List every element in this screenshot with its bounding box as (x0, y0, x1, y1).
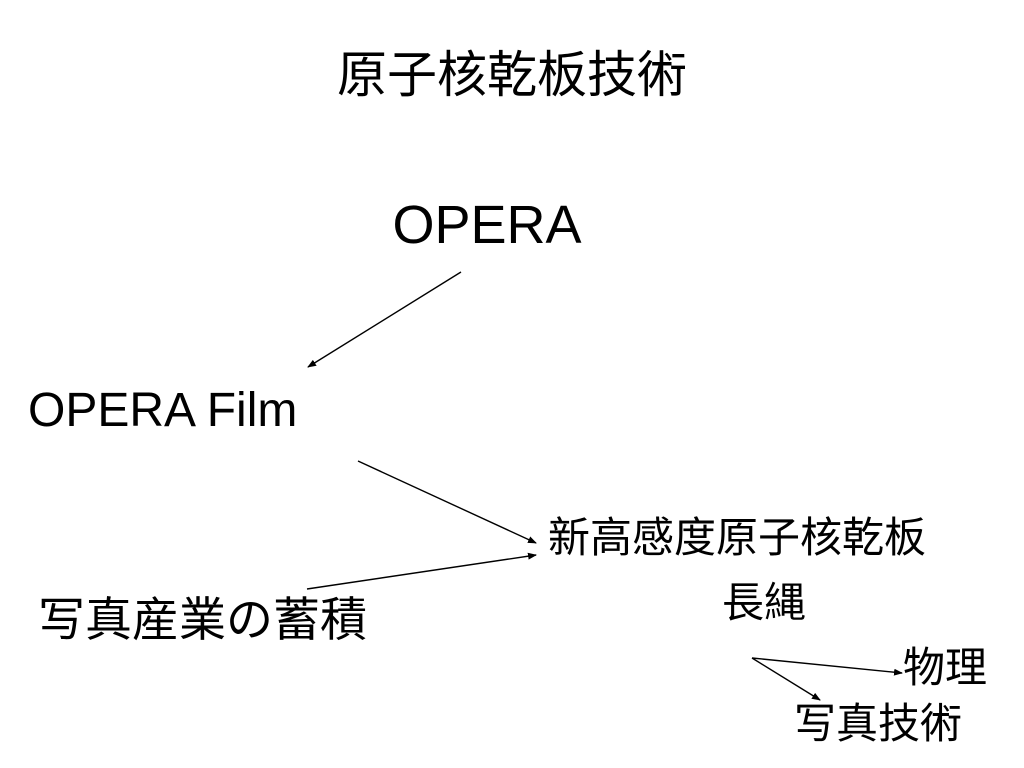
node-nagoya: 長縄 (722, 578, 807, 627)
node-new-emulsion: 新高感度原子核乾板 (548, 513, 927, 562)
node-opera: OPERA (392, 195, 582, 255)
arrow-nagoya-to-photo-tech (751, 657, 821, 701)
node-physics: 物理 (903, 643, 988, 692)
arrow-industry-to-emulsion (306, 552, 537, 590)
arrow-opera-to-film (307, 271, 462, 368)
slide-title: 原子核乾板技術 (337, 46, 687, 104)
node-photo-industry: 写真産業の蓄積 (38, 593, 367, 648)
node-photo-tech: 写真技術 (794, 699, 963, 748)
arrow-film-to-emulsion (357, 460, 537, 544)
arrow-nagoya-to-physics (751, 657, 903, 676)
node-opera-film: OPERA Film (28, 384, 298, 437)
